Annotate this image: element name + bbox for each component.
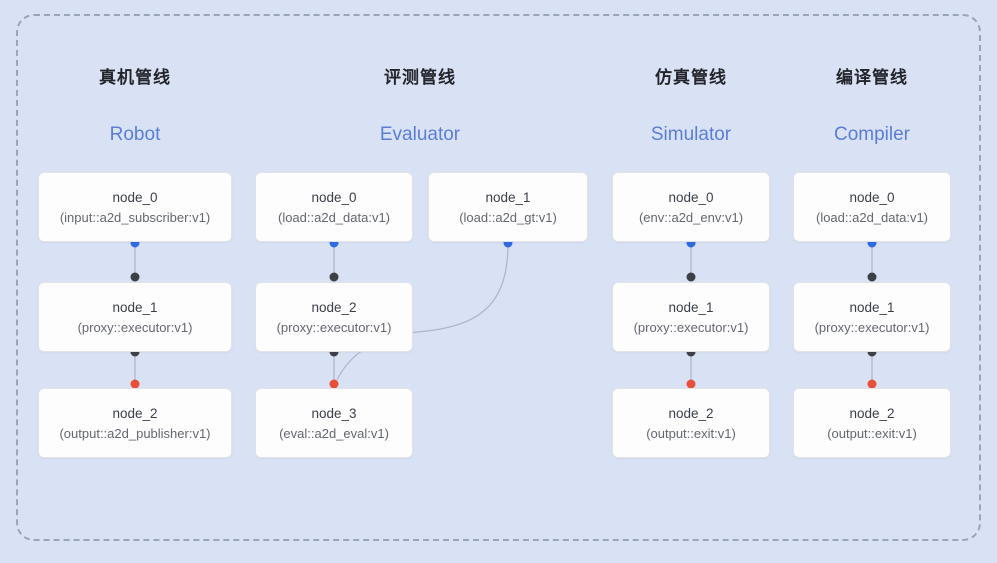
- node-type: (load::a2d_data:v1): [815, 209, 929, 225]
- evaluator-title-en: Evaluator: [379, 124, 461, 145]
- simulator-title-en: Simulator: [650, 124, 732, 145]
- node-type: (proxy::executor:v1): [814, 319, 930, 335]
- node-name: node_2: [849, 405, 895, 421]
- robot-node-0: node_0 (input::a2d_subscriber:v1): [38, 172, 232, 242]
- node-name: node_1: [849, 299, 895, 315]
- node-type: (output::exit:v1): [827, 425, 917, 441]
- simulator-node-0: node_0 (env::a2d_env:v1): [612, 172, 770, 242]
- node-type: (proxy::executor:v1): [77, 319, 193, 335]
- node-type: (load::a2d_data:v1): [277, 209, 391, 225]
- dashed-frame: [16, 14, 981, 541]
- node-name: node_2: [311, 299, 357, 315]
- evaluator-node-1: node_1 (load::a2d_gt:v1): [428, 172, 588, 242]
- evaluator-title-zh: 评测管线: [384, 68, 456, 87]
- node-name: node_0: [668, 189, 714, 205]
- node-name: node_2: [668, 405, 714, 421]
- node-name: node_0: [112, 189, 158, 205]
- evaluator-node-3: node_3 (eval::a2d_eval:v1): [255, 388, 413, 458]
- compiler-node-1: node_1 (proxy::executor:v1): [793, 282, 951, 352]
- node-type: (load::a2d_gt:v1): [459, 209, 557, 225]
- node-type: (output::exit:v1): [646, 425, 736, 441]
- robot-title-en: Robot: [109, 124, 161, 145]
- robot-node-2: node_2 (output::a2d_publisher:v1): [38, 388, 232, 458]
- node-name: node_0: [311, 189, 357, 205]
- node-name: node_0: [849, 189, 895, 205]
- node-name: node_1: [485, 189, 531, 205]
- simulator-title-zh: 仿真管线: [655, 68, 727, 87]
- compiler-node-2: node_2 (output::exit:v1): [793, 388, 951, 458]
- node-name: node_2: [112, 405, 158, 421]
- robot-node-1: node_1 (proxy::executor:v1): [38, 282, 232, 352]
- node-type: (proxy::executor:v1): [276, 319, 392, 335]
- node-type: (eval::a2d_eval:v1): [279, 425, 389, 441]
- compiler-node-0: node_0 (load::a2d_data:v1): [793, 172, 951, 242]
- evaluator-node-2: node_2 (proxy::executor:v1): [255, 282, 413, 352]
- evaluator-node-0: node_0 (load::a2d_data:v1): [255, 172, 413, 242]
- compiler-title-en: Compiler: [833, 124, 911, 145]
- node-type: (env::a2d_env:v1): [638, 209, 744, 225]
- node-name: node_1: [112, 299, 158, 315]
- node-name: node_3: [311, 405, 357, 421]
- compiler-title-zh: 编译管线: [836, 68, 908, 87]
- node-type: (input::a2d_subscriber:v1): [59, 209, 211, 225]
- robot-title-zh: 真机管线: [99, 68, 171, 87]
- simulator-node-2: node_2 (output::exit:v1): [612, 388, 770, 458]
- node-type: (proxy::executor:v1): [633, 319, 749, 335]
- simulator-node-1: node_1 (proxy::executor:v1): [612, 282, 770, 352]
- node-name: node_1: [668, 299, 714, 315]
- node-type: (output::a2d_publisher:v1): [59, 425, 211, 441]
